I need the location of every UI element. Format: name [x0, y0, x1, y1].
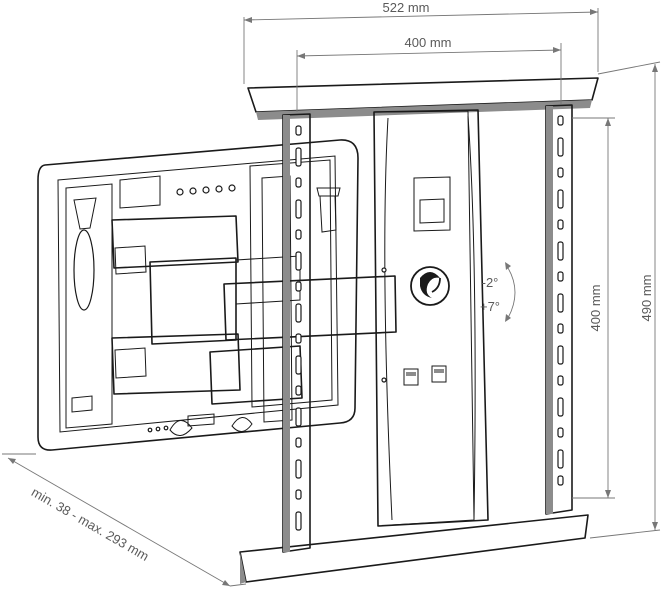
- center-arm: [223, 275, 397, 341]
- tv-bracket: [239, 77, 599, 584]
- articulating-arms: [111, 187, 397, 405]
- center-tilt-plate: [373, 109, 489, 527]
- tilt-arrow-icon: [505, 262, 516, 322]
- dimension-lines: [2, 8, 661, 587]
- bottom-rail: [239, 514, 589, 583]
- wall-plate: [37, 139, 359, 451]
- vesa-height-label: 400 mm: [588, 285, 603, 332]
- tilt-plus-label: +7°: [480, 299, 500, 314]
- overall-height-label: 490 mm: [639, 275, 654, 322]
- wall-plate-cutout: [73, 229, 95, 311]
- wall-plate-hook: [73, 197, 97, 230]
- cable-clips: [147, 413, 253, 436]
- depth-range-label: min. 38 - max. 293 mm: [29, 484, 152, 563]
- left-bar-slots: [295, 125, 302, 531]
- right-bar-slots: [557, 115, 564, 486]
- pivot-logo-icon: [410, 266, 450, 306]
- overall-width-label: 522 mm: [383, 0, 430, 15]
- wall-plate-holes: [176, 184, 236, 196]
- vesa-width-label: 400 mm: [405, 35, 452, 50]
- tilt-minus-label: -2°: [482, 275, 499, 290]
